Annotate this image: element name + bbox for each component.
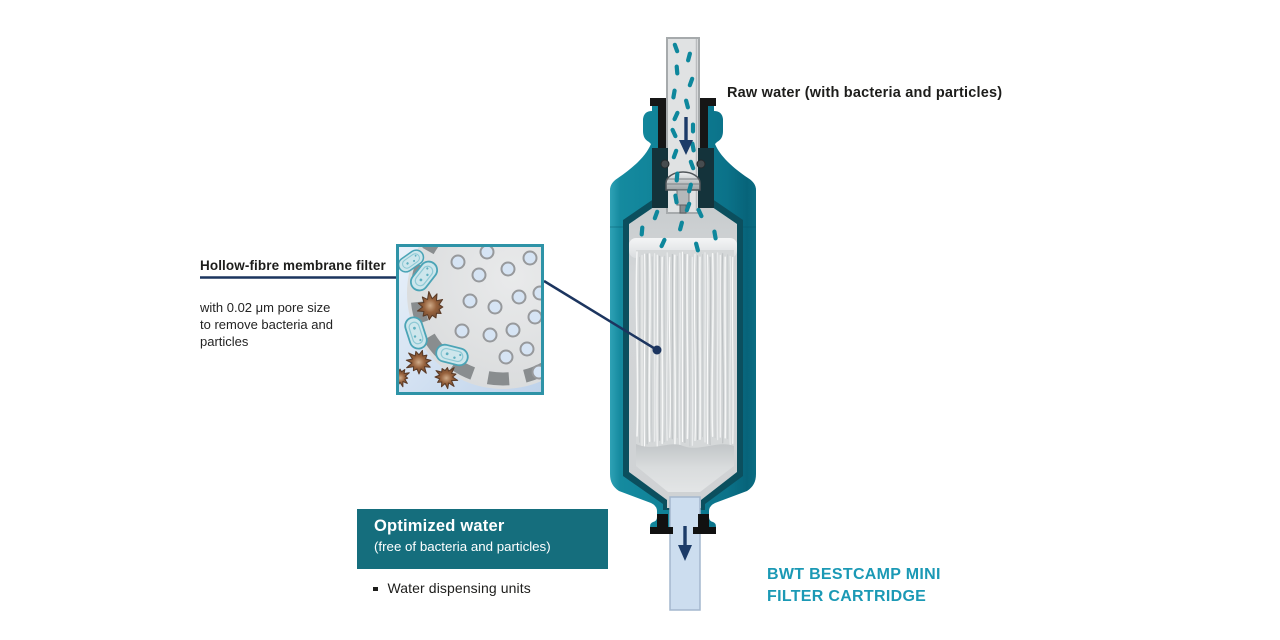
raw-water-label: Raw water (with bacteria and particles) (727, 85, 1003, 101)
product-name-line2: FILTER CARTRIDGE (767, 587, 927, 605)
membrane-callout-line3: particles (200, 334, 249, 349)
membrane-callout: Hollow-fibre membrane filter with 0.02 μ… (200, 258, 400, 350)
product-name-line1: BWT BESTCAMP MINI (767, 566, 941, 583)
particle-icons (399, 291, 459, 390)
usage-bullet-item: Water dispensing units (373, 580, 531, 596)
callout-connector-line (543, 279, 658, 352)
bullet-square-icon (373, 586, 378, 591)
product-name: BWT BESTCAMP MINI FILTER CARTRIDGE (767, 564, 941, 607)
membrane-callout-line2: to remove bacteria and (200, 317, 333, 332)
usage-bullet-label: Water dispensing units (387, 580, 531, 596)
optimized-water-subtitle: (free of bacteria and particles) (374, 539, 551, 554)
flow-arrow-down-outlet-icon (678, 526, 692, 561)
optimized-water-title: Optimized water (374, 517, 505, 535)
membrane-magnifier-inset (396, 244, 544, 395)
membrane-callout-line1: with 0.02 μm pore size (200, 300, 331, 315)
filter-cartridge-illustration (610, 37, 756, 611)
membrane-callout-description: with 0.02 μm pore size to remove bacteri… (200, 299, 400, 350)
hollow-fibre-bundle (635, 250, 734, 492)
optimized-water-panel: Optimized water (free of bacteria and pa… (357, 509, 608, 569)
callout-pointer-dot (652, 345, 662, 355)
flow-arrow-down-inlet-icon (679, 117, 693, 155)
membrane-callout-title: Hollow-fibre membrane filter (200, 258, 386, 273)
membrane-pores (450, 247, 541, 380)
